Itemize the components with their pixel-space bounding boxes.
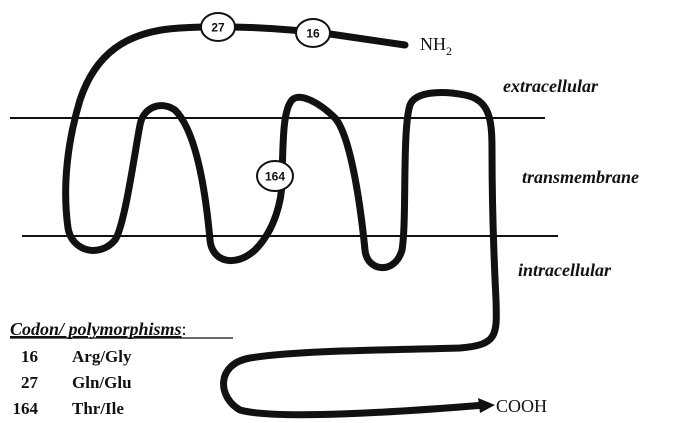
n-terminus-main: NH bbox=[420, 34, 446, 54]
marker-16: 16 bbox=[295, 18, 331, 48]
n-terminus-label: NH2 bbox=[420, 34, 452, 58]
marker-16-label: 16 bbox=[306, 27, 320, 41]
marker-164: 164 bbox=[256, 160, 294, 192]
chain-arrowhead bbox=[478, 398, 495, 413]
legend-row: 27 Gln/Glu bbox=[21, 373, 132, 392]
marker-164-label: 164 bbox=[265, 170, 285, 184]
legend-heading-line: Codon/ polymorphisms: bbox=[10, 319, 187, 339]
legend-row: 16 Arg/Gly bbox=[21, 347, 132, 366]
polymorphism-legend: Codon/ polymorphisms: 16 Arg/Gly 27 Gln/… bbox=[10, 319, 233, 418]
extracellular-label: extracellular bbox=[503, 76, 599, 96]
legend-codon: 16 bbox=[21, 347, 38, 366]
legend-row: 164 Thr/Ile bbox=[13, 399, 125, 418]
legend-colon: : bbox=[182, 319, 187, 339]
legend-change: Arg/Gly bbox=[72, 347, 132, 366]
protein-chain bbox=[62, 23, 500, 419]
legend-change: Thr/Ile bbox=[72, 399, 124, 418]
legend-heading: Codon/ polymorphisms bbox=[10, 319, 182, 339]
n-terminus-subscript: 2 bbox=[446, 44, 452, 58]
legend-change: Gln/Glu bbox=[72, 373, 132, 392]
transmembrane-label: transmembrane bbox=[522, 167, 639, 187]
legend-codon: 164 bbox=[13, 399, 39, 418]
marker-27: 27 bbox=[200, 12, 236, 42]
legend-codon: 27 bbox=[21, 373, 39, 392]
marker-27-label: 27 bbox=[211, 21, 225, 35]
intracellular-label: intracellular bbox=[518, 260, 612, 280]
c-terminus-label: COOH bbox=[496, 396, 547, 416]
